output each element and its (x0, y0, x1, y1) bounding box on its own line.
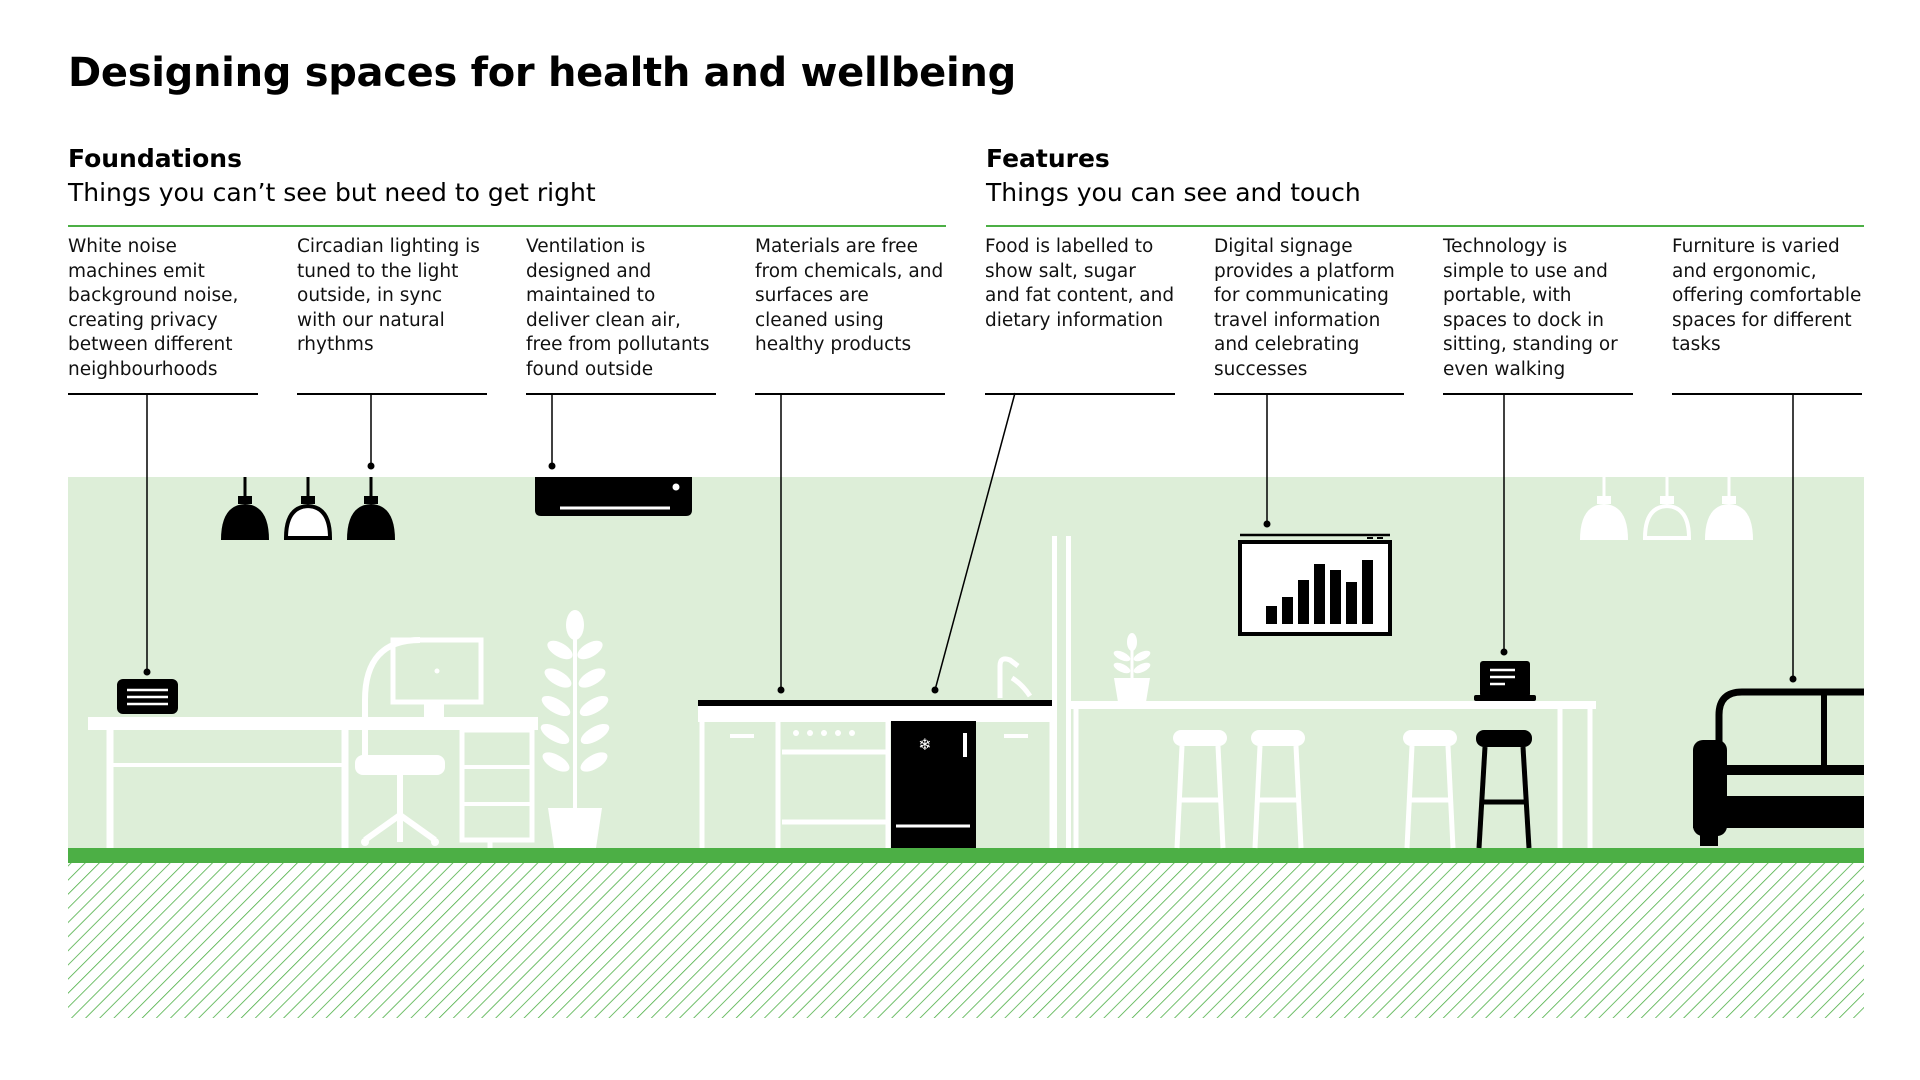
monitor-icon (390, 637, 484, 717)
air-conditioner-icon (535, 393, 692, 516)
item-rule (1672, 393, 1862, 395)
item-technology-text: Technology is simple to use and portable… (1443, 236, 1618, 380)
white-noise-machine-icon (117, 393, 178, 714)
item-rule (68, 393, 258, 395)
item-rule (1214, 393, 1404, 395)
foundations-rule (68, 225, 946, 227)
features-subheading: Things you can see and touch (986, 178, 1361, 207)
item-rule (755, 393, 945, 395)
item-materials-text: Materials are free from chemicals, and s… (755, 236, 944, 356)
page-title: Designing spaces for health and wellbein… (68, 50, 1016, 96)
laptop-icon (1474, 393, 1536, 701)
item-rule (985, 393, 1175, 395)
tall-plant-icon (540, 610, 610, 848)
features-heading: Features (986, 144, 1110, 173)
foundations-subheading: Things you can’t see but need to get rig… (68, 178, 596, 207)
stool-icon (1173, 730, 1457, 849)
sofa-icon (1693, 393, 1864, 846)
svg-text:❄: ❄ (918, 735, 931, 754)
floor-strip (68, 848, 1864, 863)
partition-wall (1052, 536, 1071, 848)
white-desk-icon (88, 717, 538, 848)
item-rule (1443, 393, 1633, 395)
bench-table-icon (1071, 701, 1596, 848)
digital-screen-icon (1238, 393, 1392, 636)
white-pendant-lamp-icon (1580, 477, 1753, 540)
small-plant-icon (1113, 633, 1151, 702)
item-ventilation-text: Ventilation is designed and maintained t… (526, 236, 710, 380)
fridge-icon: ❄ (891, 392, 1016, 848)
item-white-noise-text: White noise machines emit background noi… (68, 236, 239, 380)
item-rule (526, 393, 716, 395)
item-digital-signage-text: Digital signage provides a platform for … (1214, 236, 1395, 380)
ground-hatch (68, 863, 1864, 1018)
features-rule (986, 225, 1864, 227)
item-rule (297, 393, 487, 395)
office-chair-icon (355, 637, 445, 846)
item-furniture-text: Furniture is varied and ergonomic, offer… (1672, 236, 1862, 356)
item-food-labelling-text: Food is labelled to show salt, sugar and… (985, 236, 1175, 331)
foundations-heading: Foundations (68, 144, 242, 173)
item-circadian-lighting-text: Circadian lighting is tuned to the light… (297, 236, 480, 356)
pendant-lamp-icon (221, 393, 395, 540)
black-stool-icon (1476, 730, 1532, 849)
